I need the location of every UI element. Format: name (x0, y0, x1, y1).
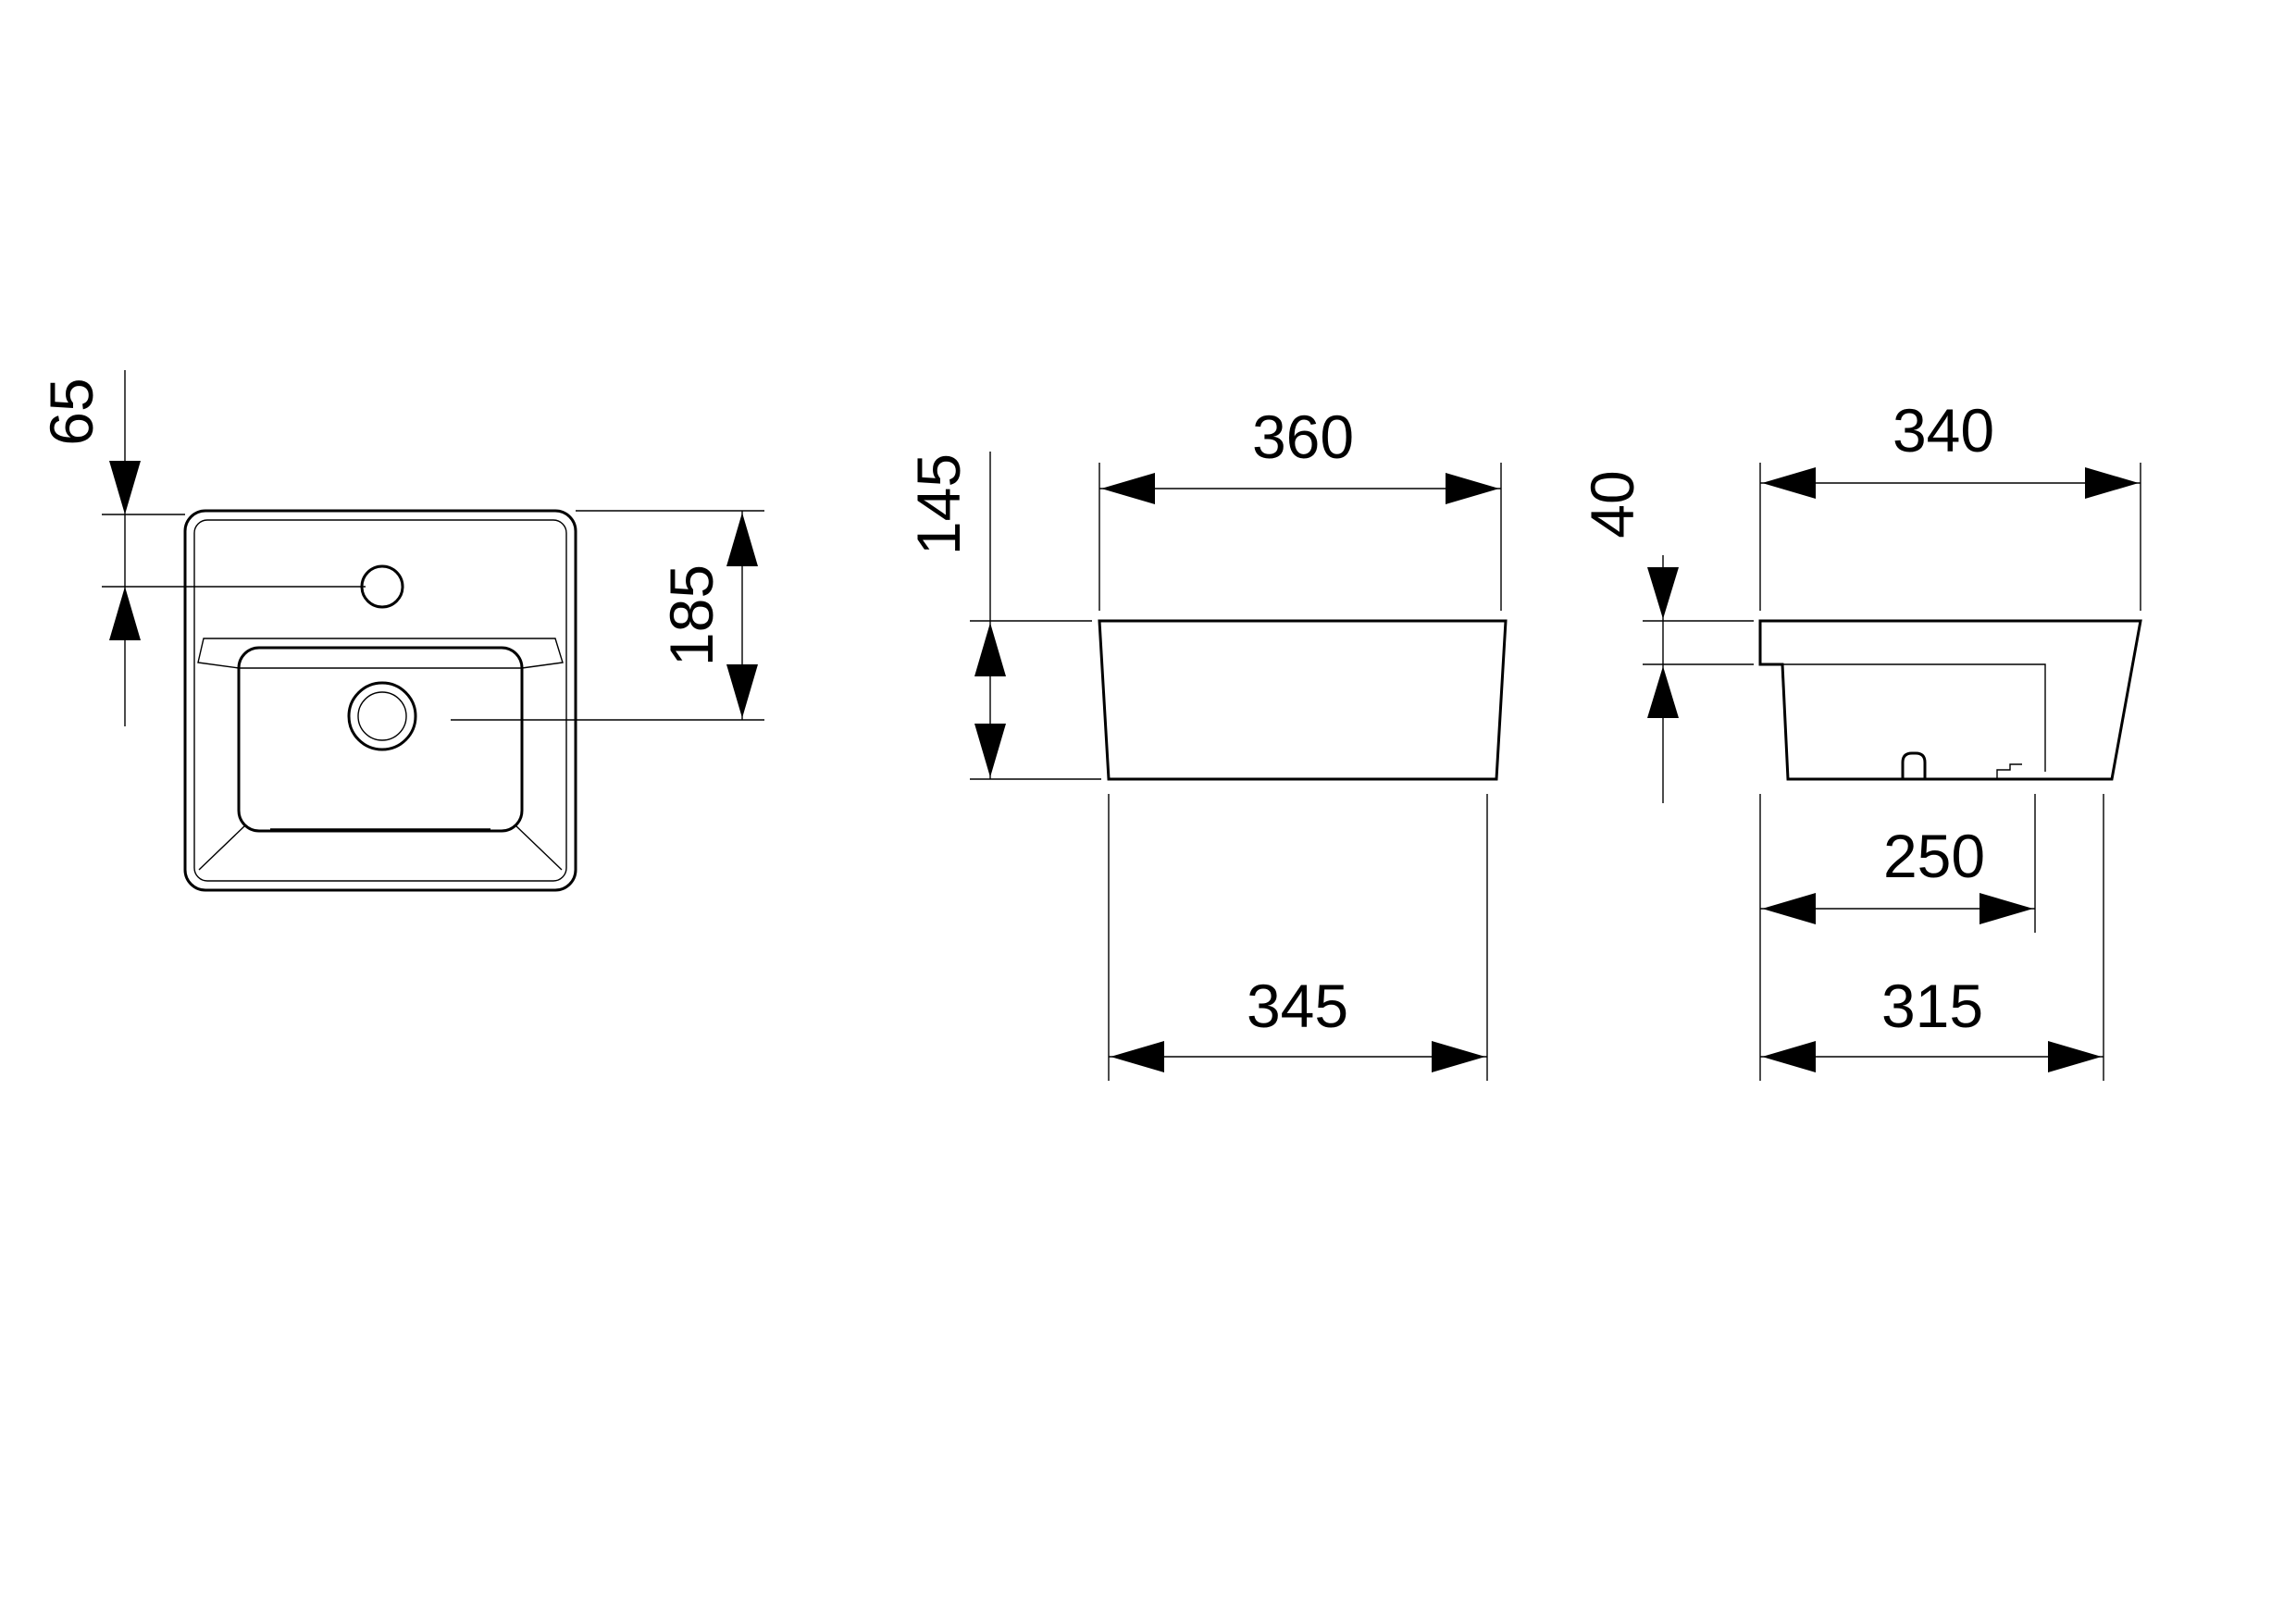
bowl-corner-lines (198, 824, 563, 871)
bowl-ledge (197, 638, 564, 669)
front-bottom-arrow-right (1432, 1041, 1485, 1072)
basin-inner-outline (193, 519, 567, 882)
front-height-arrow-up (974, 623, 1006, 676)
front-bottom-dim-lines (1108, 794, 1488, 1081)
side-rim-arrow-up (1647, 666, 1679, 718)
side-top-width-label: 340 (1893, 396, 1994, 465)
side-view: 340 40 250 315 (1578, 396, 2142, 1081)
side-rim-arrow-down (1647, 567, 1679, 619)
side-overflow-notch (1996, 763, 2022, 779)
front-top-dim-lines (1098, 463, 1502, 611)
side-bowl-outline (1764, 663, 2046, 780)
side-rim-height-label: 40 (1578, 470, 1646, 538)
front-bottom-arrow-left (1111, 1041, 1164, 1072)
side-bottom-width-label: 315 (1881, 972, 1983, 1040)
waste-dim-arrow-down (726, 664, 758, 718)
side-bowl-arrow-left (1762, 893, 1816, 924)
side-outline (1758, 619, 2142, 781)
side-bowl-width-label: 250 (1883, 822, 1985, 890)
side-bowl-arrow-right (1980, 893, 2033, 924)
front-height-arrow-down (974, 724, 1006, 777)
tap-hole (360, 564, 404, 609)
side-top-arrow-right (2085, 467, 2139, 499)
side-bottom-dim-lines (1760, 794, 2104, 1081)
front-top-width-label: 360 (1252, 403, 1354, 471)
waste-inner (357, 691, 407, 741)
front-bottom-width-label: 345 (1247, 972, 1348, 1040)
tap-dim-arrow-down (109, 461, 141, 514)
front-top-arrow-right (1446, 473, 1499, 504)
front-view: 360 145 345 (904, 403, 1508, 1081)
tap-dim-arrow-up (109, 587, 141, 640)
tap-dim-lines (102, 370, 366, 726)
side-top-arrow-left (1762, 467, 1816, 499)
side-top-dim-lines (1759, 463, 2141, 611)
basin-outer-outline (183, 509, 577, 892)
front-top-arrow-left (1101, 473, 1155, 504)
tap-offset-label: 65 (37, 378, 105, 445)
waste-outer (347, 681, 417, 751)
front-outline (1098, 619, 1508, 781)
front-height-label: 145 (904, 453, 973, 555)
side-bottom-arrow-right (2048, 1041, 2102, 1072)
waste-offset-label: 185 (657, 564, 726, 666)
waste-dim-arrow-up (726, 513, 758, 566)
bowl-outline (237, 646, 524, 833)
side-waste-notch (1901, 751, 1927, 779)
side-bottom-arrow-left (1762, 1041, 1816, 1072)
top-view: 65 185 (37, 370, 764, 892)
